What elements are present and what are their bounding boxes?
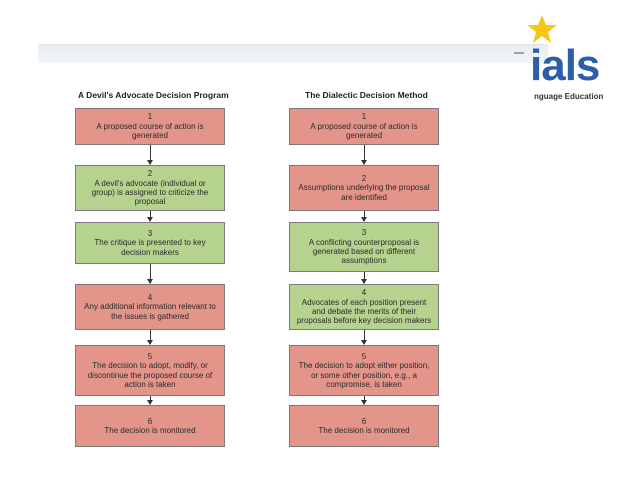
flow-arrow-icon	[147, 330, 153, 345]
minimize-icon	[514, 52, 524, 54]
step-text: The decision to adopt, modify, or discon…	[87, 361, 213, 389]
logo: ials nguage Education	[526, 14, 638, 101]
left-column-title: A Devil's Advocate Decision Program	[78, 90, 229, 100]
step-text: A proposed course of action is generated	[96, 121, 204, 141]
right-column-title: The Dialectic Decision Method	[305, 90, 428, 100]
step-text: Any additional information relevant to t…	[84, 302, 216, 321]
logo-subtitle: nguage Education	[534, 92, 604, 101]
step-number: 3	[361, 228, 367, 238]
step-text: The decision is monitored	[318, 426, 410, 435]
flow-arrow-icon	[147, 396, 153, 405]
flow-arrow-icon	[361, 272, 367, 284]
step-number: 4	[147, 292, 153, 302]
step-number: 3	[147, 228, 153, 238]
step-number: 2	[147, 169, 153, 179]
flow-arrow-icon	[361, 211, 367, 222]
star-icon	[527, 15, 557, 43]
flow-arrow-icon	[147, 211, 153, 222]
step-text: A proposed course of action is generated	[310, 121, 418, 141]
flow-arrow-icon	[147, 145, 153, 165]
logo-text: ials	[530, 41, 600, 90]
step-number: 4	[361, 288, 367, 298]
step-text: A conflicting counterproposal is generat…	[308, 237, 420, 266]
step-number: 6	[147, 416, 153, 426]
step-text: A devil's advocate (individual or group)…	[91, 178, 209, 207]
flow-arrow-icon	[361, 396, 367, 405]
step-text: Advocates of each position present and d…	[296, 297, 432, 326]
step-text: The decision is monitored	[104, 426, 196, 435]
step-text: The decision to adopt either position, o…	[298, 361, 430, 389]
step-number: 5	[147, 351, 153, 361]
step-number: 1	[361, 112, 367, 122]
flow-arrow-icon	[361, 145, 367, 165]
step-text: Assumptions underlying the proposal are …	[298, 183, 430, 202]
header-bar	[38, 44, 548, 63]
step-number: 1	[147, 112, 153, 122]
flow-arrow-icon	[147, 264, 153, 284]
step-number: 6	[361, 416, 367, 426]
step-number: 5	[361, 351, 367, 361]
flow-arrow-icon	[361, 330, 367, 345]
step-text: The critique is presented to key decisio…	[94, 238, 206, 257]
step-number: 2	[361, 173, 367, 183]
